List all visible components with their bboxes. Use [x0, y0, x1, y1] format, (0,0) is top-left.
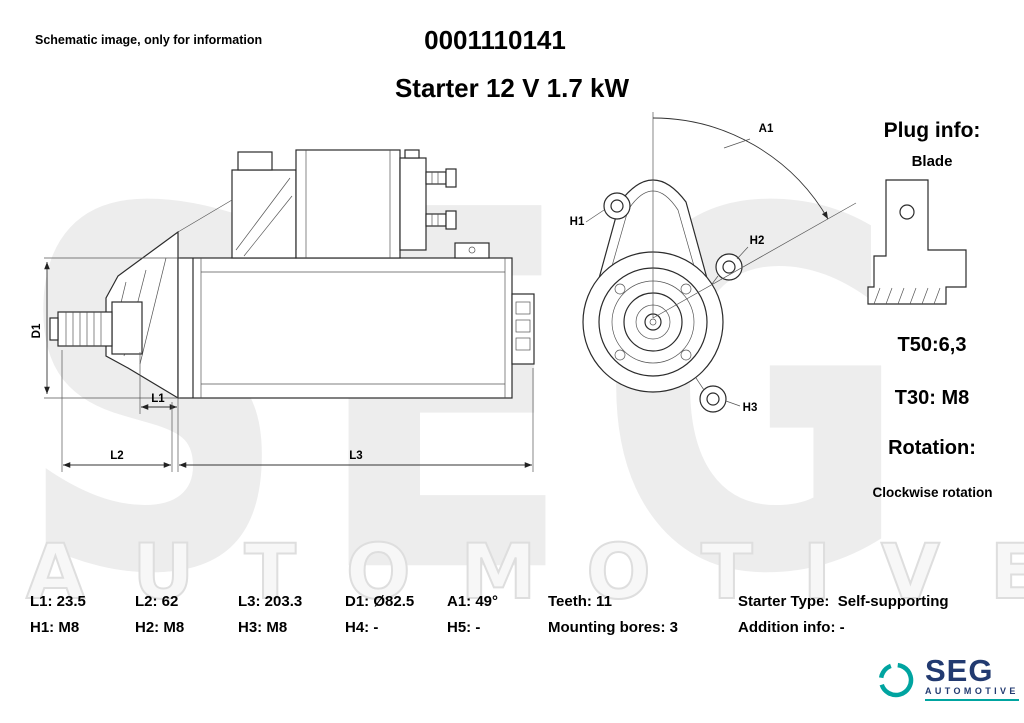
terminal-stud-top	[425, 171, 447, 185]
spec-a1: A1: 49°	[447, 593, 499, 610]
part-number: 0001110141	[424, 25, 566, 55]
shaft-end-cap	[49, 317, 59, 341]
rotation-value: Clockwise rotation	[872, 485, 993, 500]
mounting-ear-3	[699, 385, 727, 413]
seg-automotive-logo: SEG AUTOMOTIVE	[876, 653, 1019, 701]
mounting-ear-2	[715, 253, 743, 281]
dim-label-l2: L2	[110, 450, 123, 462]
dim-label-a1: A1	[759, 123, 774, 135]
spec-h5: H5: -	[447, 619, 481, 636]
blade-plug-hole	[899, 204, 915, 220]
dim-label-l1: L1	[151, 393, 165, 405]
product-title: Starter 12 V 1.7 kW	[394, 73, 630, 103]
t30-spec: T30: M8	[894, 387, 970, 409]
terminal-stud-bottom	[425, 213, 447, 227]
dim-label-l3: L3	[349, 450, 362, 462]
solenoid	[295, 149, 401, 259]
spec-l1: L1: 23.5	[30, 593, 86, 610]
spec-addition-info: Addition info: -	[738, 619, 845, 636]
logo-brand: SEG	[925, 653, 994, 688]
t50-spec: T50:6,3	[897, 334, 967, 356]
spec-d1: D1: Ø82.5	[345, 593, 415, 610]
spec-l3: L3: 203.3	[238, 593, 303, 610]
dim-label-h1: H1	[570, 216, 585, 228]
pinion-shaft	[57, 311, 113, 347]
brush-end-tab	[511, 293, 535, 365]
solenoid-cap	[399, 157, 427, 251]
plug-info-heading: Plug info:	[883, 119, 981, 142]
dim-label-h3: H3	[743, 402, 758, 414]
seg-logo-circle-icon	[878, 662, 914, 697]
disclaimer-note: Schematic image, only for information	[35, 33, 263, 47]
rotation-heading: Rotation:	[888, 437, 976, 459]
logo-division: AUTOMOTIVE	[925, 686, 1019, 696]
logo-text-block: SEG AUTOMOTIVE	[925, 653, 1019, 701]
mounting-ear-1	[603, 192, 631, 220]
body-terminal	[454, 242, 490, 259]
spec-h2: H2: M8	[135, 619, 185, 636]
watermark-automotive: AUTOMOTIVE	[25, 527, 1024, 616]
dim-label-d1: D1	[31, 323, 43, 338]
plug-type-value: Blade	[911, 153, 953, 170]
specs-table: L1: 23.5 L2: 62 L3: 203.3 D1: Ø82.5 A1: …	[30, 589, 1010, 641]
logo-underline	[925, 699, 1019, 701]
spec-h3: H3: M8	[238, 619, 288, 636]
spec-mounting-bores: Mounting bores: 3	[548, 619, 678, 636]
spec-l2: L2: 62	[135, 593, 179, 610]
spec-starter-type: Starter Type: Self-supporting	[738, 593, 949, 610]
motor-body	[177, 257, 513, 399]
shaft-collar	[111, 301, 143, 355]
starter-front-view-drawing	[582, 179, 743, 413]
spec-h1: H1: M8	[30, 619, 80, 636]
spec-h4: H4: -	[345, 619, 379, 636]
spec-teeth: Teeth: 11	[548, 593, 612, 610]
dim-label-h2: H2	[750, 235, 765, 247]
blade-plug-drawing	[867, 179, 967, 305]
starter-side-view-drawing	[49, 149, 535, 400]
blade-plug-outline	[867, 179, 967, 305]
dimension-annotations: D1 L1 L2 L3 A1 H1 H2 H3	[31, 112, 857, 472]
